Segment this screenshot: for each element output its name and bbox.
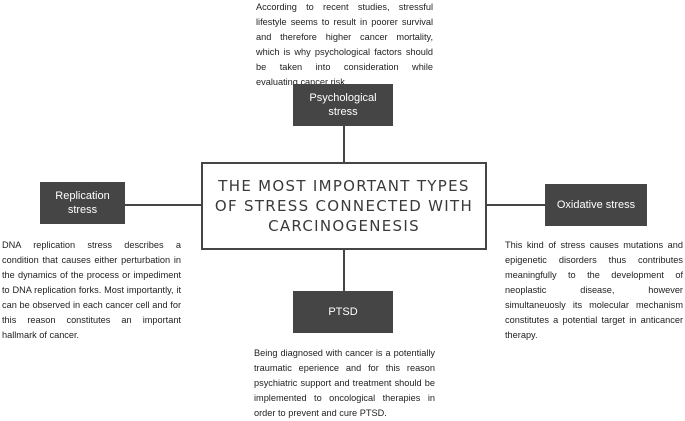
psychological-stress-node: Psychological stress xyxy=(293,84,393,126)
connector-top xyxy=(343,126,345,163)
psychological-description: According to recent studies, stressful l… xyxy=(256,2,433,87)
center-title-box: THE MOST IMPORTANT TYPES OF STRESS CONNE… xyxy=(201,162,487,250)
center-title: THE MOST IMPORTANT TYPES OF STRESS CONNE… xyxy=(214,177,474,235)
replication-description: DNA replication stress describes a condi… xyxy=(2,240,181,340)
connector-bottom xyxy=(343,249,345,292)
oxidative-stress-node: Oxidative stress xyxy=(545,184,647,226)
oxidative-description: This kind of stress causes mutations and… xyxy=(505,240,683,340)
connector-left xyxy=(122,204,202,206)
connector-right xyxy=(486,204,546,206)
replication-stress-node: Replication stress xyxy=(40,182,125,224)
ptsd-node: PTSD xyxy=(293,291,393,333)
ptsd-description: Being diagnosed with cancer is a potenti… xyxy=(254,348,435,418)
